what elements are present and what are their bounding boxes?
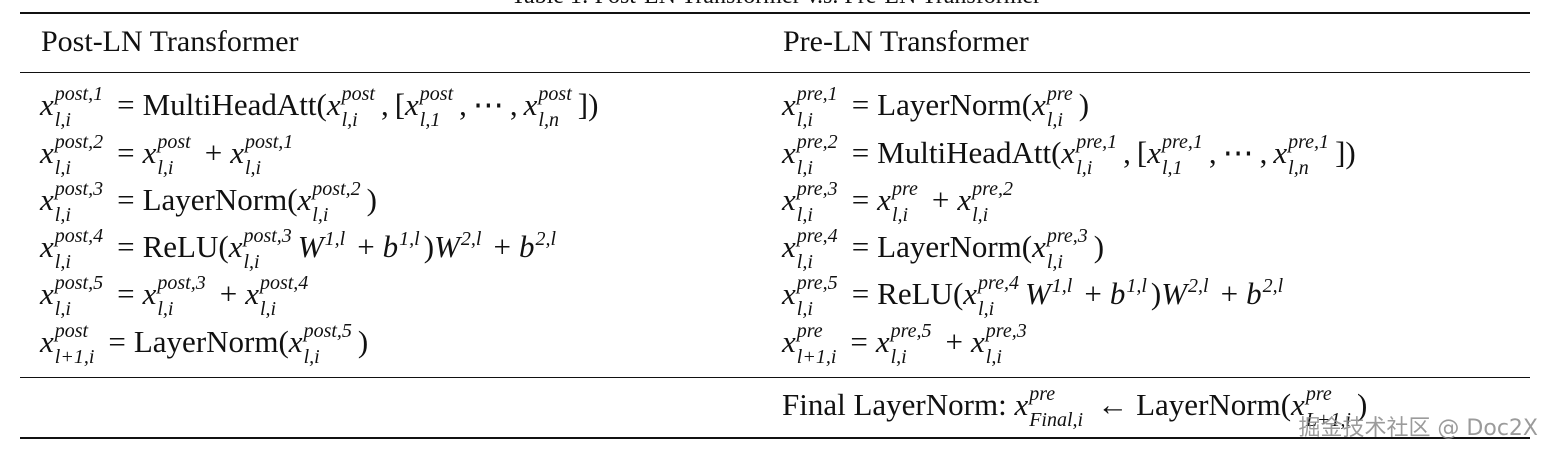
header-rule [20,72,1530,73]
pre-ln-header: Pre-LN Transformer [783,25,1029,58]
post-ln-header: Post-LN Transformer [41,25,299,58]
table-caption: Table 1: Post-LN Transformer v.s. Pre-LN… [0,0,1552,10]
top-rule [20,12,1530,14]
watermark: 掘金技术社区 @ Doc2X [1298,416,1538,441]
bottom-rule [20,437,1530,439]
body-rule [20,377,1530,378]
